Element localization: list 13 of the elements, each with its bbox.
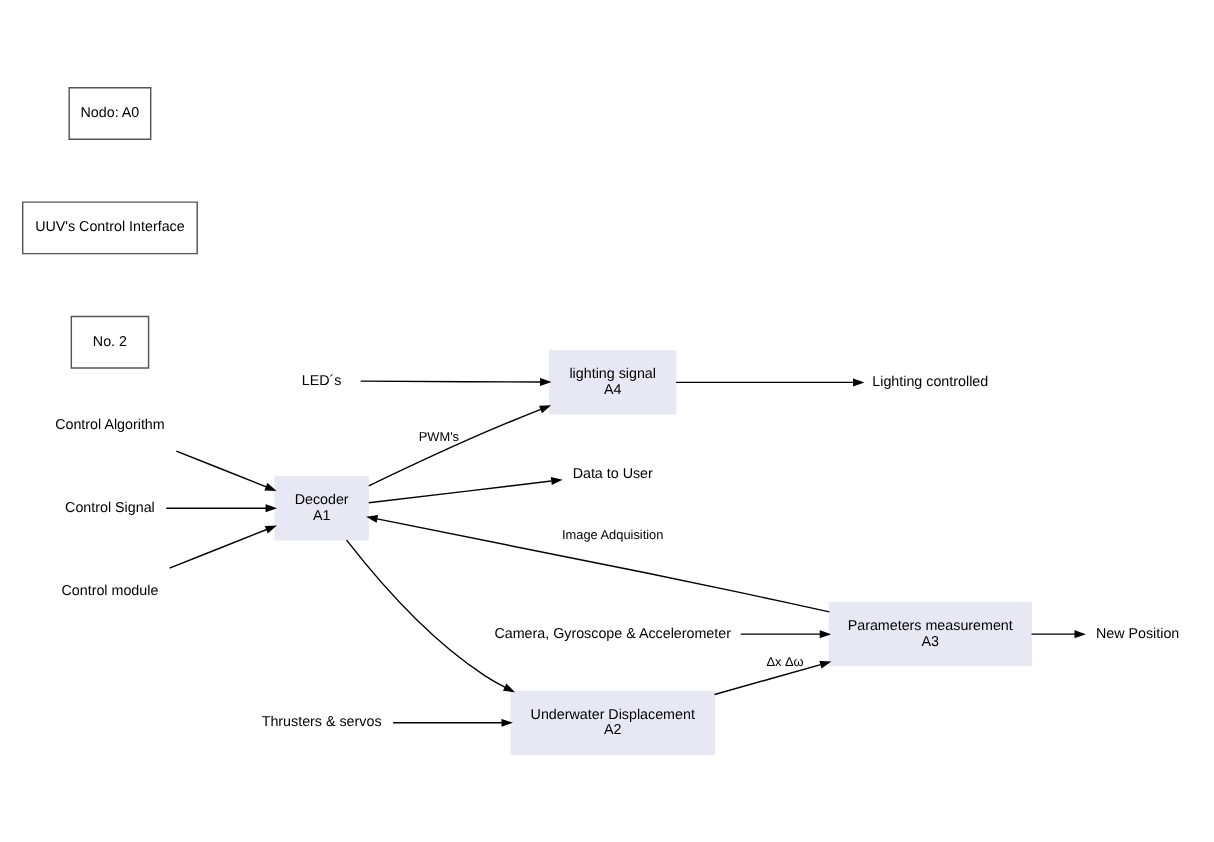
arrow <box>740 630 832 639</box>
arrow <box>366 514 831 613</box>
arrow <box>392 718 513 727</box>
arrow <box>360 378 552 387</box>
arrow <box>675 378 865 387</box>
arrow <box>175 450 277 491</box>
arrow <box>1030 630 1086 639</box>
arrow <box>368 405 552 487</box>
arrow <box>368 477 563 504</box>
arrow <box>713 660 832 696</box>
arrow <box>345 539 515 693</box>
arrow <box>165 504 278 513</box>
arrow <box>168 525 277 569</box>
